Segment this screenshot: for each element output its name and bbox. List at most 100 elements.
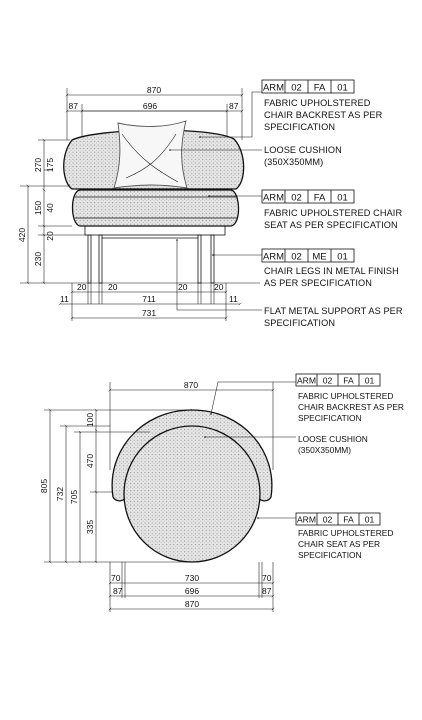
svg-text:CHAIR BACKREST AS PER: CHAIR BACKREST AS PER [264, 110, 383, 120]
dim-plan-c-left: 87 [113, 586, 123, 596]
svg-text:FLAT METAL SUPPORT AS PER: FLAT METAL SUPPORT AS PER [264, 306, 403, 316]
seat-elevation [71, 189, 240, 227]
elevation-bottom-dimensions: 20 20 20 20 11 711 11 731 [58, 282, 242, 321]
dim-plan-c-right: 87 [262, 586, 272, 596]
plan-leaders [204, 381, 296, 519]
tag-id: 01 [337, 193, 348, 204]
chair-plan [111, 409, 273, 563]
front-elevation: 870 87 696 87 [17, 79, 403, 328]
tag-code: ARM [297, 376, 316, 386]
dim-upper-depth: 470 [85, 454, 95, 468]
dim-back-h2: 175 [45, 158, 55, 172]
svg-text:(350X350MM): (350X350MM) [298, 445, 351, 455]
svg-text:FABRIC UPHOLSTERED: FABRIC UPHOLSTERED [298, 528, 393, 538]
tag-code: ARM [263, 193, 284, 204]
tag-material: FA [343, 376, 354, 386]
dim-lower-depth: 335 [85, 520, 95, 534]
tag-id: 01 [365, 376, 375, 386]
dim-plan-c-mid: 696 [185, 586, 199, 596]
tag-legs-elevation: ARM 02 ME 01 [261, 248, 355, 263]
note-cushion-elevation: LOOSE CUSHION (350X350MM) [264, 145, 342, 167]
leg [197, 234, 202, 284]
note-seat-elevation: FABRIC UPHOLSTERED CHAIR SEAT AS PER SPE… [264, 208, 402, 230]
dim-plan-b-left: 70 [111, 573, 121, 583]
dim-seat-h1: 150 [33, 201, 43, 215]
note-cushion-plan: LOOSE CUSHION (350X350MM) [298, 434, 368, 455]
tag-backrest-plan: ARM 02 FA 01 [295, 373, 381, 387]
svg-text:CHAIR BACKREST AS PER: CHAIR BACKREST AS PER [298, 402, 404, 412]
dim-leg-span: 711 [142, 294, 156, 304]
tag-id: 01 [337, 83, 348, 94]
dim-back-depth: 100 [85, 413, 95, 427]
svg-text:FABRIC UPHOLSTERED: FABRIC UPHOLSTERED [264, 98, 371, 108]
svg-text:AS PER SPECIFICATION: AS PER SPECIFICATION [264, 278, 372, 288]
svg-text:SPECIFICATION: SPECIFICATION [298, 413, 362, 423]
leg [210, 234, 215, 284]
dim-leg-a: 20 [77, 282, 87, 292]
seat-frame [84, 225, 226, 236]
dim-leg-b: 20 [108, 282, 118, 292]
dim-plan-top-width: 870 [184, 380, 198, 390]
dim-plan-b-right: 70 [262, 573, 272, 583]
note-support-elevation: FLAT METAL SUPPORT AS PER SPECIFICATION [264, 306, 403, 328]
dim-plan-bottom-width: 870 [185, 599, 199, 609]
dim-seat-depth: 732 [55, 487, 65, 501]
note-seat-plan: FABRIC UPHOLSTERED CHAIR SEAT AS PER SPE… [298, 528, 393, 560]
tag-material: FA [314, 83, 326, 94]
svg-text:(350X350MM): (350X350MM) [264, 157, 323, 167]
tag-code: ARM [297, 515, 316, 525]
tag-number: 02 [291, 83, 302, 94]
dim-back-h1: 270 [33, 158, 43, 172]
dim-arm-left: 87 [69, 101, 79, 111]
elevation-left-dimensions: 270 175 150 40 420 230 20 [17, 138, 260, 285]
dim-overall-width: 870 [147, 85, 161, 95]
dim-arm-right: 87 [229, 101, 239, 111]
dim-leg-c: 20 [178, 282, 188, 292]
leg [87, 234, 92, 284]
plan-view: 870 72 805 732 705 100 470 [39, 373, 404, 612]
tag-material: FA [343, 515, 354, 525]
tag-seat-elevation: ARM 02 FA 01 [261, 189, 355, 204]
svg-text:SPECIFICATION: SPECIFICATION [298, 550, 362, 560]
dim-base-width: 731 [142, 308, 156, 318]
note-legs-elevation: CHAIR LEGS IN METAL FINISH AS PER SPECIF… [264, 266, 399, 288]
tag-id: 01 [337, 252, 348, 263]
svg-text:LOOSE CUSHION: LOOSE CUSHION [298, 434, 368, 444]
plan-left-dimensions: 805 732 705 100 470 335 [39, 408, 190, 564]
tag-backrest-elevation: ARM 02 FA 01 [261, 79, 355, 94]
svg-text:FABRIC UPHOLSTERED: FABRIC UPHOLSTERED [298, 391, 393, 401]
dim-inner-width: 696 [143, 101, 157, 111]
tag-id: 01 [365, 515, 375, 525]
tag-seat-plan: ARM 02 FA 01 [295, 512, 381, 526]
elevation-top-dimensions: 870 87 696 87 [65, 85, 244, 140]
svg-text:CHAIR SEAT AS PER: CHAIR SEAT AS PER [298, 539, 380, 549]
dim-leg-d: 20 [214, 282, 224, 292]
tag-code: ARM [263, 83, 284, 94]
tag-number: 02 [291, 252, 302, 263]
tag-material: FA [314, 193, 326, 204]
dim-frame-height: 20 [45, 231, 55, 241]
svg-text:SPECIFICATION: SPECIFICATION [264, 318, 335, 328]
dim-offset-left: 11 [60, 294, 69, 304]
svg-text:LOOSE CUSHION: LOOSE CUSHION [264, 145, 342, 155]
elevation-leaders [169, 91, 262, 311]
tag-code: ARM [263, 252, 284, 263]
svg-text:CHAIR LEGS IN METAL FINISH: CHAIR LEGS IN METAL FINISH [264, 266, 399, 276]
loose-cushion-elevation [113, 120, 188, 189]
seat-plan [123, 425, 261, 563]
dim-offset-right: 11 [229, 294, 238, 304]
dim-total-height: 420 [17, 228, 27, 242]
svg-text:FABRIC UPHOLSTERED CHAIR: FABRIC UPHOLSTERED CHAIR [264, 208, 402, 218]
dim-inner-depth: 705 [69, 490, 79, 504]
chair-elevation [63, 120, 245, 284]
svg-text:SEAT AS PER SPECIFICATION: SEAT AS PER SPECIFICATION [264, 220, 398, 230]
note-backrest-plan: FABRIC UPHOLSTERED CHAIR BACKREST AS PER… [298, 391, 404, 423]
dim-plan-b-mid: 730 [185, 573, 199, 583]
tag-number: 02 [323, 515, 333, 525]
dim-total-depth: 805 [39, 479, 49, 493]
tag-material: ME [312, 252, 326, 263]
tag-number: 02 [323, 376, 333, 386]
note-backrest-elevation: FABRIC UPHOLSTERED CHAIR BACKREST AS PER… [264, 98, 383, 132]
svg-text:SPECIFICATION: SPECIFICATION [264, 122, 335, 132]
